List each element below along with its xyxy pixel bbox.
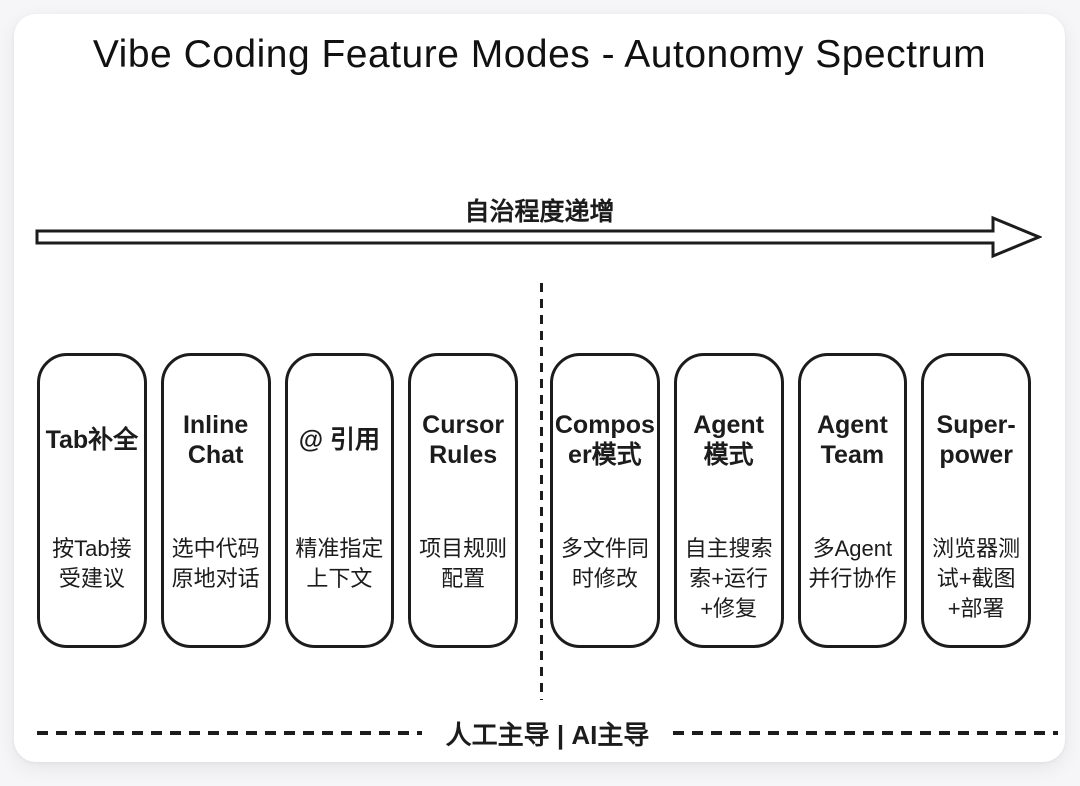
card-title: Super- power: [936, 411, 1016, 469]
card-title: Agent 模式: [693, 411, 765, 469]
card-inline-chat: Inline Chat 选中代码 原地对话: [160, 353, 271, 648]
card-superpower: Super- power 浏览器测 试+截图 +部署: [921, 353, 1031, 648]
card-tab-completion: Tab补全 按Tab接 受建议: [37, 353, 147, 648]
card-composer-mode: Compos er模式 多文件同 时修改: [550, 353, 660, 648]
card-description: 自主搜索 索+运行 +修复: [684, 536, 773, 621]
diagram-title: Vibe Coding Feature Modes - Autonomy Spe…: [92, 33, 987, 76]
human-ai-divider-line: [540, 283, 543, 700]
spectrum-axis: 人工主导 | AI主导: [37, 716, 1059, 750]
card-description: 项目规则 配置: [419, 536, 508, 591]
card-title: @ 引用: [298, 426, 381, 454]
card-description: 精准指定 上下文: [295, 536, 384, 591]
card-description: 浏览器测 试+截图 +部署: [932, 536, 1021, 621]
card-at-reference: @ 引用 精准指定 上下文: [284, 353, 395, 648]
card-title: Tab补全: [45, 426, 139, 454]
axis-label: 人工主导 | AI主导: [445, 719, 650, 750]
card-description: 按Tab接 受建议: [52, 536, 132, 591]
card-agent-team: Agent Team 多Agent 并行协作: [797, 353, 908, 648]
card-title: Agent Team: [816, 411, 888, 469]
axis-dash-right: [673, 731, 1059, 735]
card-description: 选中代码 原地对话: [171, 536, 260, 591]
card-description: 多Agent 并行协作: [808, 536, 897, 591]
card-title: Cursor Rules: [422, 411, 505, 469]
card-agent-mode: Agent 模式 自主搜索 索+运行 +修复: [673, 353, 784, 648]
card-cursor-rules: Cursor Rules 项目规则 配置: [408, 353, 518, 648]
card-description: 多文件同 时修改: [560, 536, 649, 591]
card-title: Compos er模式: [554, 411, 655, 469]
axis-dash-left: [37, 731, 422, 735]
diagram-panel: Vibe Coding Feature Modes - Autonomy Spe…: [14, 14, 1065, 762]
feature-cards-row: Tab补全 按Tab接 受建议 Inline Chat 选中代码 原地对话 @ …: [37, 353, 1031, 648]
autonomy-arrow-icon: [35, 215, 1042, 259]
autonomy-arrow-label: 自治程度递增: [464, 198, 615, 226]
card-title: Inline Chat: [182, 411, 249, 469]
